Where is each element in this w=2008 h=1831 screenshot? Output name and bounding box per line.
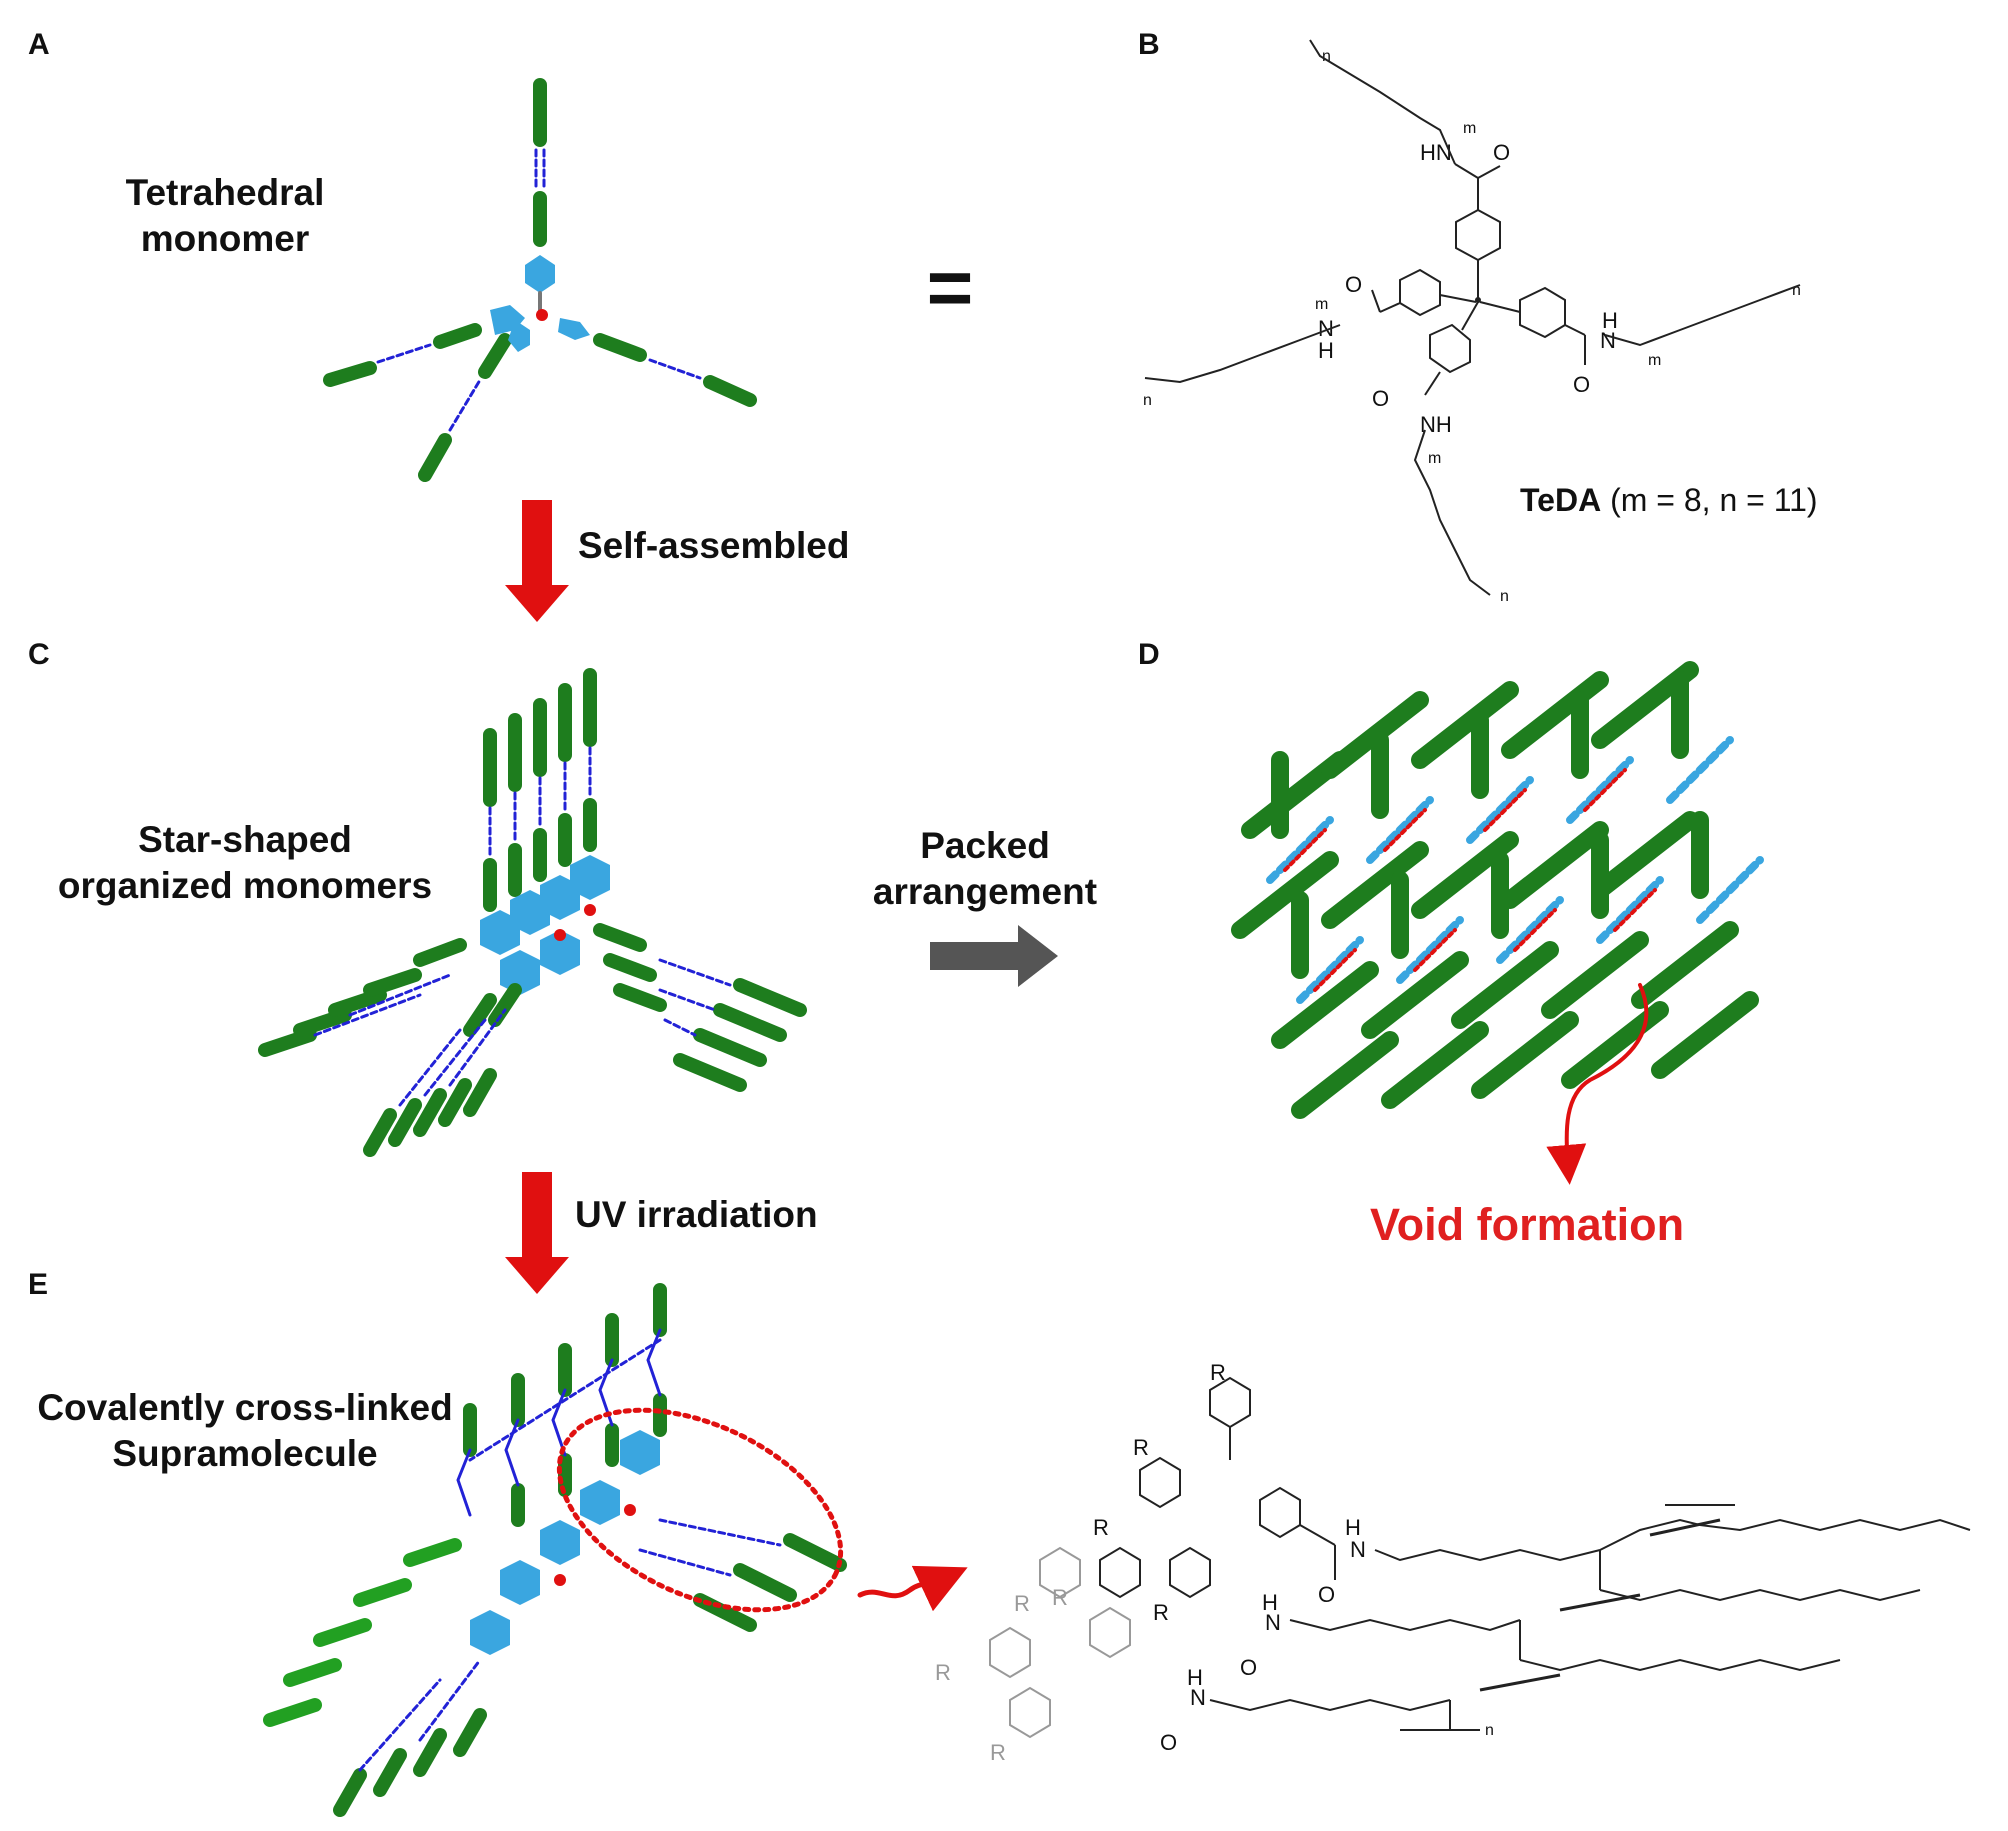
star-shaped-graphic bbox=[258, 668, 807, 1157]
sub-m-bottom: m bbox=[1428, 450, 1442, 467]
uv-irradiation-arrow bbox=[505, 1172, 569, 1294]
sub-n-left: n bbox=[1143, 392, 1152, 409]
panel-label-a: A bbox=[28, 28, 50, 61]
atom-r-6: R bbox=[1014, 1591, 1030, 1616]
panel-label-e: E bbox=[28, 1268, 49, 1301]
panel-label-c: C bbox=[28, 638, 50, 671]
teda-params: (m = 8, n = 11) bbox=[1610, 482, 1818, 518]
packed-line2: arrangement bbox=[872, 871, 1098, 912]
atom-o-right: O bbox=[1573, 372, 1591, 397]
self-assembled-arrow bbox=[505, 500, 569, 622]
atom-n-right: N bbox=[1600, 328, 1616, 353]
sub-m-top: m bbox=[1463, 120, 1477, 137]
void-formation-label: Void formation bbox=[1370, 1199, 1685, 1250]
tetrahedral-line1: Tetrahedral bbox=[125, 172, 325, 213]
tetrahedral-monomer-label: Tetrahedral monomer bbox=[100, 170, 350, 262]
sub-n-right: n bbox=[1792, 282, 1801, 299]
teda-name: TeDA bbox=[1520, 482, 1602, 518]
panel-label-b: B bbox=[1138, 28, 1160, 61]
teda-structure bbox=[1144, 39, 1801, 596]
teda-caption: TeDA (m = 8, n = 11) bbox=[1520, 482, 1818, 519]
atom-o-e1: O bbox=[1318, 1582, 1336, 1607]
atom-nh-e2-h: H bbox=[1262, 1590, 1278, 1615]
atom-h-right: H bbox=[1602, 308, 1618, 333]
equals-sign: = bbox=[926, 243, 974, 332]
tetrahedral-line2: monomer bbox=[140, 218, 310, 259]
atom-nh-e2-n: N bbox=[1265, 1610, 1281, 1635]
packed-arrangement-graphic bbox=[1231, 661, 1764, 1185]
star-line2: organized monomers bbox=[57, 865, 433, 906]
crosslinked-graphic bbox=[263, 1283, 968, 1817]
self-assembled-label: Self-assembled bbox=[578, 525, 850, 566]
sub-n-e: n bbox=[1485, 1722, 1494, 1739]
sub-n-bottom: n bbox=[1500, 588, 1509, 605]
packed-line1: Packed bbox=[920, 825, 1050, 866]
atom-o-top: O bbox=[1493, 140, 1511, 165]
atom-n-left: N bbox=[1318, 316, 1334, 341]
atom-r-7: R bbox=[935, 1660, 951, 1685]
packed-arrangement-label: Packed arrangement bbox=[860, 823, 1110, 915]
atom-r-4: R bbox=[1153, 1600, 1169, 1625]
atom-o-left: O bbox=[1345, 272, 1363, 297]
panel-label-d: D bbox=[1138, 638, 1160, 671]
packed-arrangement-arrow bbox=[930, 925, 1058, 987]
crosslinked-structure bbox=[989, 1376, 1971, 1739]
covalent-label: Covalently cross-linked Supramolecule bbox=[20, 1385, 470, 1477]
covalent-line1: Covalently cross-linked bbox=[37, 1387, 453, 1428]
atom-o-e2: O bbox=[1240, 1655, 1258, 1680]
covalent-line2: Supramolecule bbox=[112, 1433, 378, 1474]
atom-r-2: R bbox=[1133, 1435, 1149, 1460]
atom-h-left: H bbox=[1318, 338, 1334, 363]
atom-nh-e1-n: N bbox=[1350, 1537, 1366, 1562]
atom-r-8: R bbox=[990, 1740, 1006, 1765]
atom-o-bottom: O bbox=[1372, 386, 1390, 411]
star-line1: Star-shaped bbox=[138, 819, 352, 860]
sub-m-left: m bbox=[1315, 296, 1329, 313]
uv-irradiation-label: UV irradiation bbox=[575, 1194, 818, 1235]
atom-r-3: R bbox=[1093, 1515, 1109, 1540]
tetrahedral-monomer-graphic bbox=[323, 78, 757, 482]
atom-o-e3: O bbox=[1160, 1730, 1178, 1755]
atom-nh-e1-h: H bbox=[1345, 1515, 1361, 1540]
atom-r-1: R bbox=[1210, 1360, 1226, 1385]
sub-n-top: n bbox=[1322, 48, 1331, 65]
star-shaped-label: Star-shaped organized monomers bbox=[40, 817, 450, 909]
atom-nh-e3-n: N bbox=[1190, 1685, 1206, 1710]
atom-nh-e3-h: H bbox=[1187, 1665, 1203, 1690]
sub-m-right: m bbox=[1648, 352, 1662, 369]
atom-nh-bottom: NH bbox=[1420, 412, 1452, 437]
